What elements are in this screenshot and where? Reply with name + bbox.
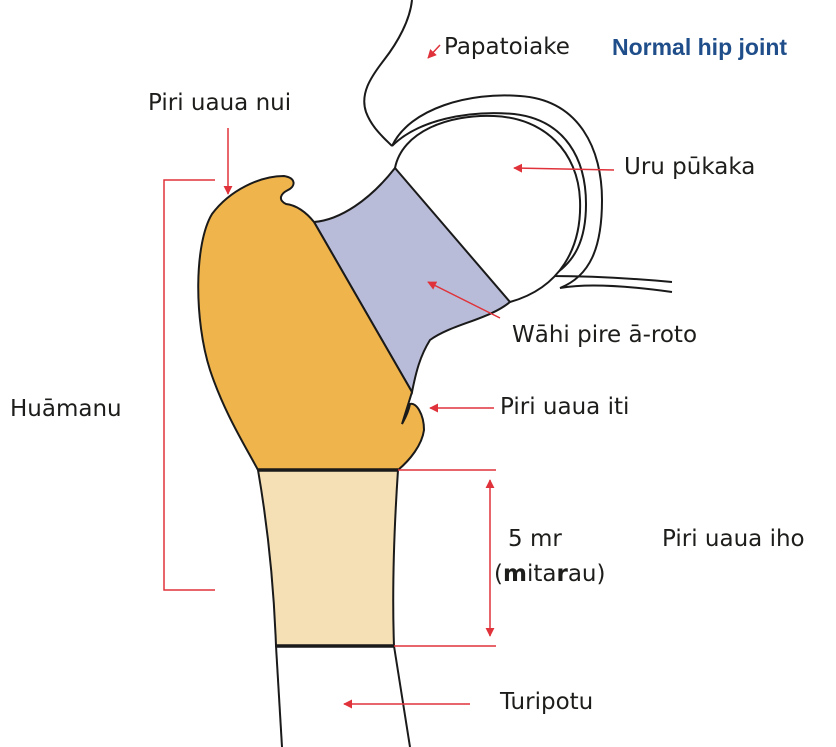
label-measure-value: 5 mr (508, 528, 562, 551)
label-shaft: Turipotu (500, 691, 593, 714)
label-greater-trochanter: Piri uaua nui (148, 92, 291, 115)
label-femoral-head: Uru pūkaka (624, 156, 755, 179)
label-proximal-femur: Huāmanu (10, 398, 122, 421)
label-subtrochanteric: Piri uaua iho (662, 528, 805, 551)
subtrochanteric-zone (258, 470, 398, 646)
arrow-pelvis (428, 45, 440, 58)
label-pelvis: Papatoiake (444, 36, 570, 59)
label-neck: Wāhi pire ā-roto (512, 324, 697, 347)
femoral-shaft (276, 646, 410, 747)
label-measure-unit: (mitarau) (494, 563, 605, 586)
pelvis-outline (364, 0, 412, 146)
label-lesser-trochanter: Piri uaua iti (500, 396, 629, 419)
diagram-title: Normal hip joint (612, 36, 787, 59)
